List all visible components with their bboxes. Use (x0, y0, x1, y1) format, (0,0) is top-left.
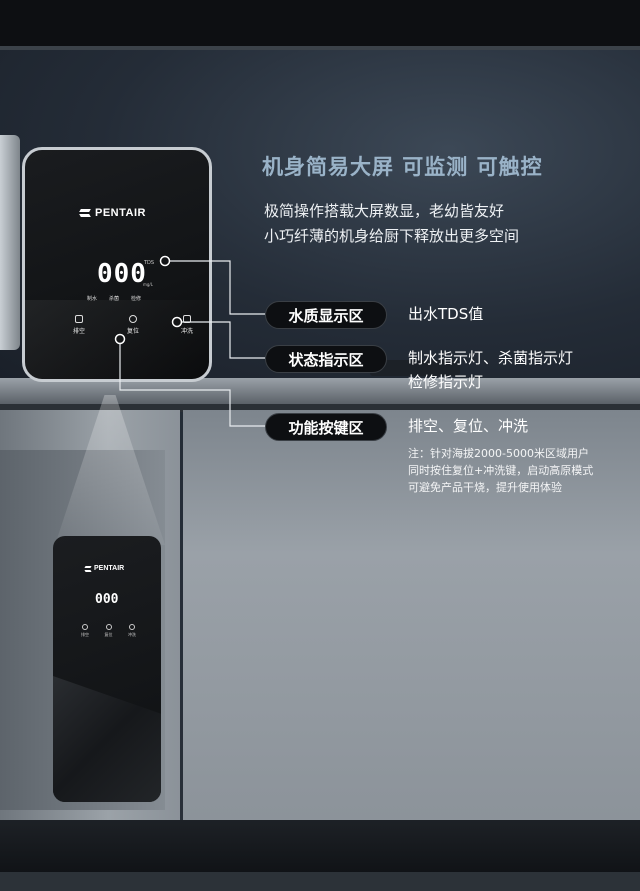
reset-label: 复位 (126, 328, 139, 335)
callout-function: 功能按键区 (265, 413, 387, 441)
altitude-note: 注：针对海拔2000-5000米区域用户 同时按住复位+冲洗键，启动高原模式 可… (408, 445, 593, 496)
status-indicators: 制水 杀菌 检修 (87, 295, 141, 302)
right-cabinet-door (183, 410, 640, 820)
cabinet-edge (0, 46, 640, 50)
pentair-logo-icon (85, 566, 91, 572)
tds-readout: 000 (97, 259, 147, 289)
description-line-2: 小巧纤薄的机身给厨下释放出更多空间 (264, 227, 520, 245)
tds-label: TDS (144, 260, 155, 266)
pentair-logo-icon (80, 208, 90, 218)
countertop (0, 378, 640, 404)
headline: 机身简易大屏 可监测 可触控 (262, 155, 543, 179)
drain-label: 排空 (73, 328, 86, 335)
purifier-unit: PENTAIR 000 排空 复位 冲洗 (53, 536, 161, 802)
drain-icon (82, 624, 88, 630)
indicator-sterilize: 杀菌 (109, 296, 120, 302)
unit-reset-label: 复位 (104, 632, 113, 637)
flush-icon (129, 624, 135, 630)
tds-unit: mg/L (143, 282, 154, 287)
unit-facet (53, 676, 161, 802)
upper-cabinet (0, 0, 640, 46)
drain-icon (75, 315, 83, 323)
unit-tds-readout: 000 (95, 592, 119, 607)
note-line-3: 可避免产品干烧，提升使用体验 (408, 481, 562, 494)
unit-buttons: 排空 复位 冲洗 (81, 624, 136, 638)
status-info-line-2: 检修指示灯 (408, 373, 484, 391)
countertop-shadow (0, 404, 640, 412)
unit-drain-label: 排空 (81, 632, 89, 637)
callout-function-info: 排空、复位、冲洗 (408, 417, 529, 435)
drain-button[interactable]: 排空 (73, 315, 85, 335)
indicator-water: 制水 (87, 296, 98, 302)
unit-flush-button: 冲洗 (128, 624, 136, 638)
note-line-2: 同时按住复位+冲洗键，启动高原模式 (408, 464, 594, 477)
flush-label: 冲洗 (180, 328, 193, 335)
unit-brand-name: PENTAIR (94, 565, 125, 572)
callout-water-quality: 水质显示区 (265, 301, 387, 329)
unit-brand-logo: PENTAIR (85, 565, 124, 572)
description-line-1: 极简操作搭载大屏数显，老幼皆友好 (264, 202, 505, 220)
function-buttons: 排空 复位 冲洗 (73, 315, 193, 335)
brand-name: PENTAIR (95, 207, 146, 219)
description: 极简操作搭载大屏数显，老幼皆友好 小巧纤薄的机身给厨下释放出更多空间 (264, 199, 519, 249)
status-info-line-1: 制水指示灯、杀菌指示灯 (408, 349, 574, 367)
indicator-maintenance: 检修 (131, 296, 142, 302)
callout-water-quality-info: 出水TDS值 (408, 305, 484, 323)
flush-button[interactable]: 冲洗 (181, 315, 193, 335)
floor-strip (0, 872, 640, 891)
unit-reset-button: 复位 (105, 624, 113, 638)
purifier-display-panel: PENTAIR 000 TDS mg/L 制水 杀菌 检修 排空 复位 冲洗 (22, 147, 212, 382)
brand-logo: PENTAIR (80, 207, 146, 219)
callout-status: 状态指示区 (265, 345, 387, 373)
reset-icon (105, 624, 112, 630)
unit-flush-label: 冲洗 (128, 632, 136, 637)
faucet (0, 135, 20, 350)
unit-drain-button: 排空 (81, 624, 89, 638)
panel-facet (25, 300, 209, 379)
flush-icon (182, 315, 191, 323)
reset-button[interactable]: 复位 (127, 315, 139, 335)
reset-icon (128, 315, 137, 323)
sink-edge (370, 360, 460, 376)
callout-status-info: 制水指示灯、杀菌指示灯 检修指示灯 (408, 346, 573, 394)
note-line-1: 注：针对海拔2000-5000米区域用户 (408, 447, 589, 460)
